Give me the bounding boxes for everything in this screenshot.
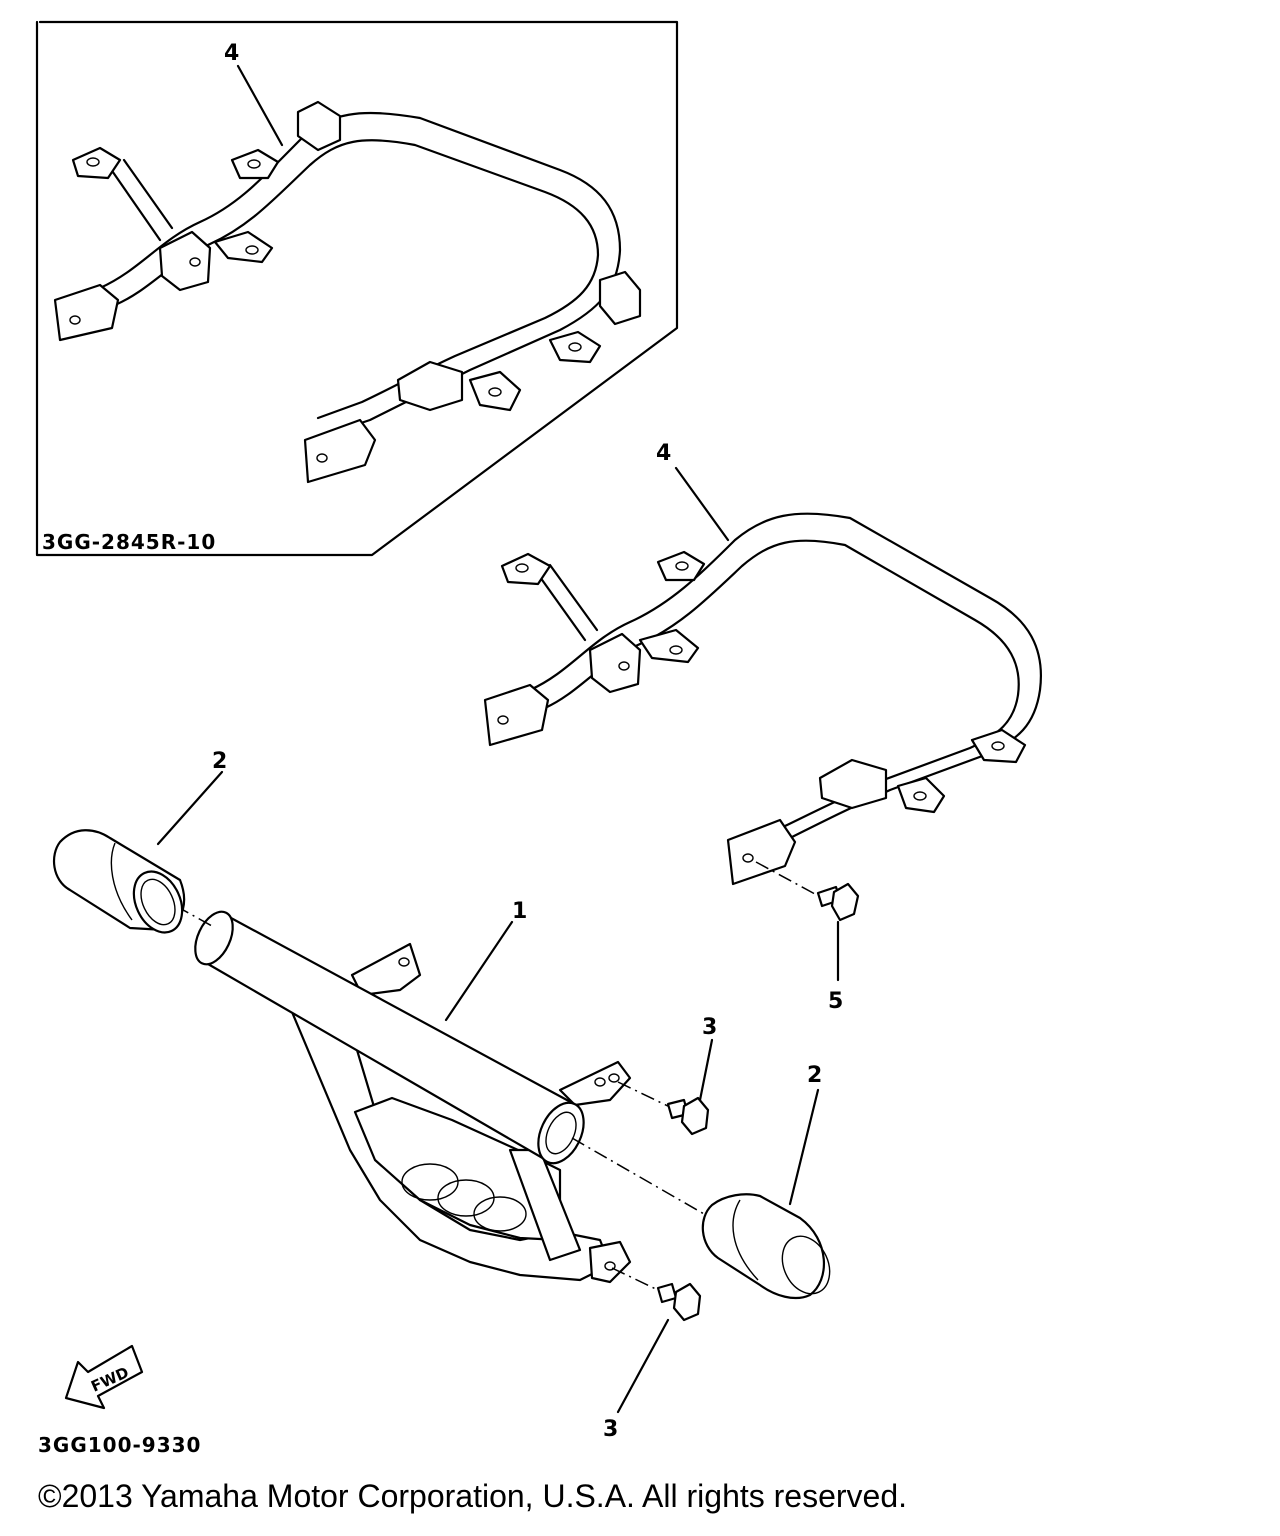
guard-frame: 4 xyxy=(483,441,1042,886)
callout-3-lower: 3 xyxy=(603,1417,618,1442)
callout-4-main: 4 xyxy=(656,441,671,466)
copyright-notice: ©2013 Yamaha Motor Corporation, U.S.A. A… xyxy=(38,1478,908,1514)
diagram-code: 3GG100-9330 xyxy=(38,1433,201,1457)
tube-axis-right xyxy=(571,1137,719,1223)
bolt-5: 5 xyxy=(755,861,860,1014)
bolt-3-upper: 3 xyxy=(617,1015,717,1136)
end-cap-right: 2 xyxy=(701,1063,831,1300)
bolt-3-lower: 3 xyxy=(603,1267,702,1442)
inset-box: 3GG-2845R-10 xyxy=(35,20,679,557)
callout-4-inset: 4 xyxy=(224,41,239,66)
inset-guard-frame: 4 xyxy=(53,41,642,484)
inset-part-code: 3GG-2845R-10 xyxy=(42,530,216,554)
callout-3-upper: 3 xyxy=(702,1015,717,1040)
tube-guard: 1 xyxy=(194,899,632,1284)
fwd-arrow-icon: FWD xyxy=(64,1344,144,1410)
callout-2-right: 2 xyxy=(807,1063,822,1088)
callout-5: 5 xyxy=(828,989,843,1014)
end-cap-left: 2 xyxy=(52,749,227,934)
callout-1: 1 xyxy=(512,899,527,924)
callout-2-left: 2 xyxy=(212,749,227,774)
